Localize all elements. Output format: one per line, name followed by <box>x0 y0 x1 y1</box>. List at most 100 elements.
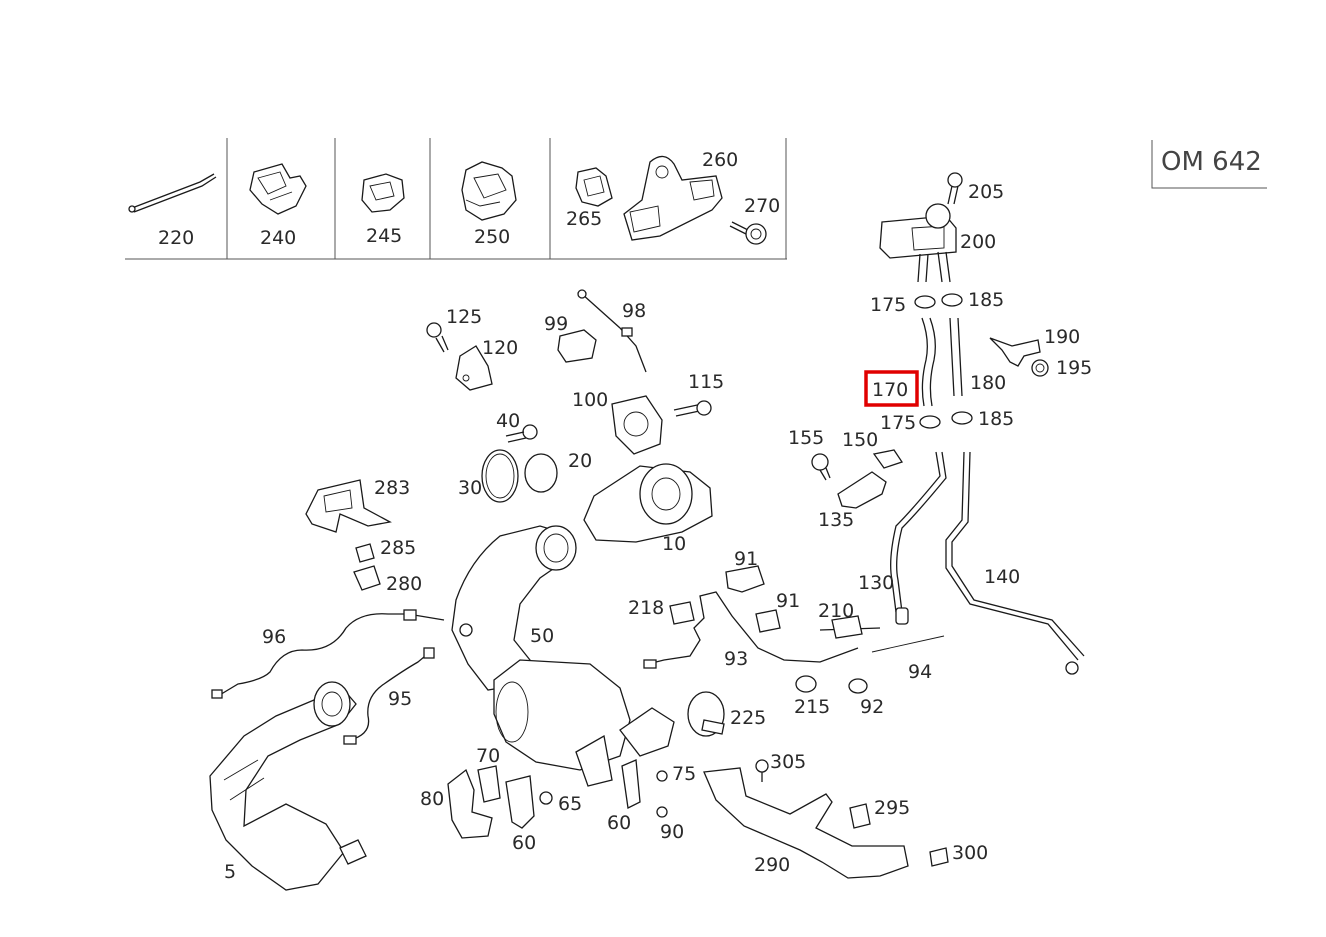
part-130-pipe[interactable] <box>890 451 947 625</box>
label-180[interactable]: 180 <box>970 372 1006 394</box>
part-50-exhaust-pipe[interactable] <box>451 525 577 691</box>
label-195[interactable]: 195 <box>1056 357 1092 379</box>
part-91-clip-upper[interactable] <box>725 565 765 593</box>
part-295-clip[interactable] <box>849 803 871 829</box>
label-30[interactable]: 30 <box>458 477 482 499</box>
part-175-clamp-upper[interactable] <box>914 295 936 309</box>
label-285[interactable]: 285 <box>380 537 416 559</box>
part-260-bracket[interactable] <box>623 155 723 241</box>
part-190-bracket[interactable] <box>989 337 1041 367</box>
label-100[interactable]: 100 <box>572 389 608 411</box>
part-20-gasket[interactable] <box>524 453 558 493</box>
label-95[interactable]: 95 <box>388 688 412 710</box>
label-305[interactable]: 305 <box>770 751 806 773</box>
part-265-clip[interactable] <box>575 167 613 207</box>
part-175-clamp-lower[interactable] <box>919 415 941 429</box>
label-175-lower[interactable]: 175 <box>880 412 916 434</box>
part-94-wire[interactable] <box>871 635 945 653</box>
label-250[interactable]: 250 <box>474 226 510 248</box>
label-130[interactable]: 130 <box>858 572 894 594</box>
part-290-heat-shield[interactable] <box>703 767 909 879</box>
part-185-clamp-lower[interactable] <box>951 411 973 425</box>
part-60-bracket-right[interactable] <box>621 759 641 809</box>
label-265[interactable]: 265 <box>566 208 602 230</box>
part-225-clamp[interactable] <box>687 691 725 737</box>
part-125-bolt[interactable] <box>426 322 449 353</box>
label-280[interactable]: 280 <box>386 573 422 595</box>
part-210-wiring[interactable] <box>819 615 881 639</box>
part-185-clamp-upper[interactable] <box>941 293 963 307</box>
label-240[interactable]: 240 <box>260 227 296 249</box>
label-40[interactable]: 40 <box>496 410 520 432</box>
part-91-clip-lower[interactable] <box>755 609 781 633</box>
part-65-nut[interactable] <box>539 791 553 805</box>
label-150[interactable]: 150 <box>842 429 878 451</box>
label-91-upper[interactable]: 91 <box>734 548 758 570</box>
part-95-sensor-cable[interactable] <box>343 647 435 745</box>
label-300[interactable]: 300 <box>952 842 988 864</box>
label-125[interactable]: 125 <box>446 306 482 328</box>
part-92-grommet[interactable] <box>848 678 868 694</box>
part-250-clip[interactable] <box>461 161 517 221</box>
part-240-clip[interactable] <box>249 163 307 215</box>
label-92[interactable]: 92 <box>860 696 884 718</box>
label-205[interactable]: 205 <box>968 181 1004 203</box>
part-10-catalytic-converter[interactable] <box>583 463 713 543</box>
part-115-stud[interactable] <box>673 400 712 417</box>
label-10[interactable]: 10 <box>662 533 686 555</box>
part-60-bracket-left[interactable] <box>505 775 535 829</box>
label-20[interactable]: 20 <box>568 450 592 472</box>
part-120-bracket[interactable] <box>455 345 493 391</box>
part-75-bolt[interactable] <box>656 770 668 782</box>
label-225[interactable]: 225 <box>730 707 766 729</box>
label-295[interactable]: 295 <box>874 797 910 819</box>
part-220-cable-tie[interactable] <box>128 173 217 213</box>
part-245-clip[interactable] <box>361 173 405 213</box>
label-175-upper[interactable]: 175 <box>870 294 906 316</box>
label-185-lower[interactable]: 185 <box>978 408 1014 430</box>
label-60-right[interactable]: 60 <box>607 812 631 834</box>
part-195-nut[interactable] <box>1031 359 1049 377</box>
label-140[interactable]: 140 <box>984 566 1020 588</box>
label-170[interactable]: 170 <box>872 379 908 401</box>
part-135-bracket[interactable] <box>837 471 887 509</box>
part-170-hose[interactable] <box>921 317 936 407</box>
label-94[interactable]: 94 <box>908 661 932 683</box>
label-98[interactable]: 98 <box>622 300 646 322</box>
label-115[interactable]: 115 <box>688 371 724 393</box>
part-283-bracket[interactable] <box>305 479 392 533</box>
part-180-hose[interactable] <box>949 317 963 397</box>
label-90[interactable]: 90 <box>660 821 684 843</box>
part-70-bracket[interactable] <box>477 765 501 803</box>
part-particulate-filter[interactable] <box>493 659 675 787</box>
label-50[interactable]: 50 <box>530 625 554 647</box>
part-40-bolt[interactable] <box>505 424 538 443</box>
label-290[interactable]: 290 <box>754 854 790 876</box>
part-305-bolt[interactable] <box>755 759 769 782</box>
label-70[interactable]: 70 <box>476 745 500 767</box>
part-80-bracket[interactable] <box>447 768 493 839</box>
label-200[interactable]: 200 <box>960 231 996 253</box>
label-190[interactable]: 190 <box>1044 326 1080 348</box>
part-218-clip[interactable] <box>669 601 695 625</box>
label-135[interactable]: 135 <box>818 509 854 531</box>
part-270-bolt[interactable] <box>729 221 767 245</box>
label-185-upper[interactable]: 185 <box>968 289 1004 311</box>
label-80[interactable]: 80 <box>420 788 444 810</box>
part-215-clamp[interactable] <box>795 675 817 693</box>
part-30-clamp[interactable] <box>481 449 519 503</box>
label-260[interactable]: 260 <box>702 149 738 171</box>
part-5-catalytic-assembly[interactable] <box>209 681 367 891</box>
label-65[interactable]: 65 <box>558 793 582 815</box>
label-245[interactable]: 245 <box>366 225 402 247</box>
label-120[interactable]: 120 <box>482 337 518 359</box>
label-60-left[interactable]: 60 <box>512 832 536 854</box>
label-270[interactable]: 270 <box>744 195 780 217</box>
label-5[interactable]: 5 <box>224 861 236 883</box>
part-96-sensor-cable[interactable] <box>211 609 445 699</box>
part-300-clip[interactable] <box>929 847 949 867</box>
part-285-clip[interactable] <box>355 543 375 563</box>
part-280-clip[interactable] <box>353 565 381 591</box>
part-200-pressure-sensor[interactable] <box>879 203 957 283</box>
label-210[interactable]: 210 <box>818 600 854 622</box>
